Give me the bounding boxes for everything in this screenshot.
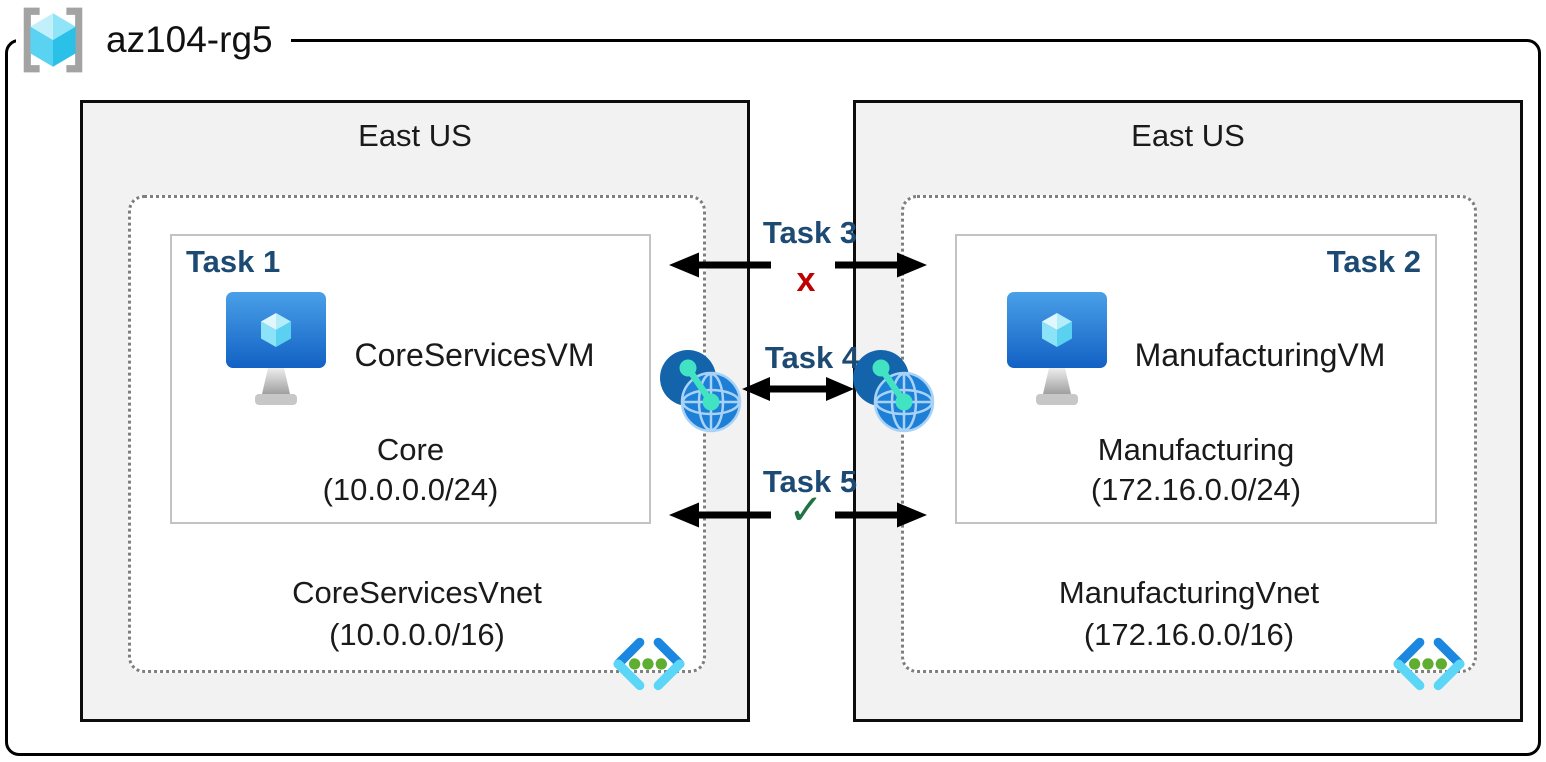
subnet-box-manufacturing: Task 2 ManufacturingVM Manufacturing (17…: [955, 234, 1437, 524]
vnet-name-manufacturing: ManufacturingVnet: [1058, 575, 1320, 610]
vnet-caption-manufacturing: ManufacturingVnet (172.16.0.0/16): [901, 572, 1477, 656]
task-2-label: Task 2: [1326, 244, 1421, 279]
subnet-caption-core: Core (10.0.0.0/24): [172, 430, 649, 510]
vm-name-manufacturing: ManufacturingVM: [1134, 336, 1386, 373]
vm-icon-manufacturing: [1006, 292, 1107, 405]
task-3-label: Task 3: [762, 215, 858, 250]
virtual-network-icon-right: [1393, 637, 1465, 691]
resource-group-name: az104-rg5: [106, 19, 273, 60]
region-name-left: East US: [358, 118, 472, 153]
subnet-name-manufacturing: Manufacturing: [1097, 432, 1295, 467]
subnet-caption-manufacturing: Manufacturing (172.16.0.0/24): [957, 430, 1435, 510]
task-4-arrow: [742, 377, 854, 401]
resource-group-boundary: [5, 39, 1541, 756]
region-name-right: East US: [1131, 118, 1245, 153]
vnet-cidr-coreservices: (10.0.0.0/16): [329, 617, 505, 652]
task-5-arrow: [669, 502, 927, 528]
vnet-cidr-manufacturing: (172.16.0.0/16): [1083, 617, 1295, 652]
peering-icon-left: [660, 350, 742, 433]
subnet-name-core: Core: [376, 432, 445, 467]
resource-group-header: az104-rg5: [16, 2, 291, 78]
vm-name-coreservices: CoreServicesVM: [354, 336, 595, 373]
virtual-network-icon-left: [613, 637, 685, 691]
task-3-arrow: [669, 252, 927, 278]
subnet-box-core: Task 1 CoreServicesVM: [170, 234, 651, 524]
task-5-label: Task 5: [762, 464, 858, 499]
task-5-allowed-check: ✓: [788, 486, 824, 533]
resource-group-icon: [23, 7, 83, 73]
task-4-label: Task 4: [764, 340, 860, 375]
task-1-label: Task 1: [186, 244, 281, 279]
vnet-name-coreservices: CoreServicesVnet: [292, 575, 542, 610]
vm-row-manufacturing: ManufacturingVM: [957, 292, 1435, 418]
subnet-cidr-manufacturing: (172.16.0.0/24): [1090, 472, 1302, 507]
vm-row-coreservices: CoreServicesVM: [172, 292, 649, 418]
task-3-blocked-x: x: [796, 261, 816, 299]
subnet-cidr-core: (10.0.0.0/24): [322, 472, 499, 507]
peering-icon-right: [853, 350, 935, 433]
vm-icon-coreservices: [226, 292, 327, 405]
vnet-caption-coreservices: CoreServicesVnet (10.0.0.0/16): [128, 572, 706, 656]
